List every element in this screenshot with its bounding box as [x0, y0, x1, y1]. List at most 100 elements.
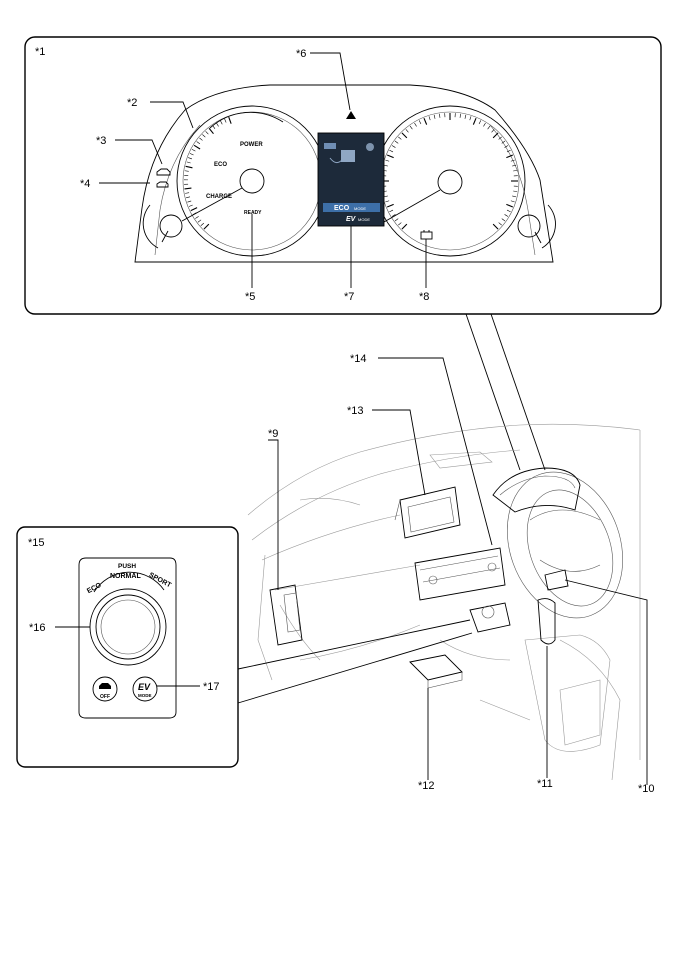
- dial-tick: [398, 223, 401, 226]
- dial-tick: [216, 123, 218, 126]
- dial-tick: [434, 115, 435, 119]
- slip-indicator-icon: [157, 169, 170, 175]
- dial-tick: [499, 137, 502, 140]
- meter-connector-left: [466, 314, 520, 470]
- dial-tick: [384, 196, 388, 197]
- dial-tick: [186, 166, 193, 168]
- dial-tick: [220, 121, 222, 125]
- dial-tick: [206, 131, 209, 134]
- dial-tick: [192, 149, 196, 151]
- dial-tick: [186, 197, 190, 198]
- airbag-sensor: [410, 655, 462, 680]
- switch-connector-top: [238, 620, 470, 669]
- dial-tick: [479, 120, 481, 124]
- dial-tick: [187, 162, 191, 163]
- callout-13: *13: [347, 405, 364, 417]
- dial-tick: [492, 129, 495, 132]
- callout-9: *9: [268, 428, 278, 440]
- combination-meter: POWER ECO CHARGE READY ECO MODE EV MODE: [135, 85, 555, 262]
- display-ev-mode-text: MODE: [358, 217, 370, 222]
- dial-tick: [389, 150, 393, 152]
- dial-tick: [506, 155, 512, 158]
- dial-tick: [512, 196, 516, 197]
- dial-tick: [197, 142, 200, 144]
- dial-tick: [414, 123, 416, 126]
- callout-2: *2: [127, 97, 137, 109]
- dial-tick: [204, 224, 209, 229]
- dial-tick: [385, 160, 389, 161]
- dial-tick: [189, 205, 193, 206]
- eco-label: ECO: [214, 162, 227, 168]
- push-label: PUSH: [118, 563, 136, 570]
- dial-tick: [398, 137, 401, 140]
- callout-4: *4: [80, 178, 90, 190]
- callout-12: *12: [418, 780, 435, 792]
- dial-tick: [424, 118, 427, 124]
- dial-tick: [402, 224, 407, 229]
- dial-tick: [195, 216, 198, 218]
- dial-tick: [511, 201, 515, 202]
- accelerator-pedal: [538, 599, 555, 644]
- dial-tick: [402, 133, 407, 138]
- eco-mode-indicator: [323, 203, 380, 212]
- dial-tick: [439, 114, 440, 118]
- callout-15: *15: [28, 537, 45, 549]
- cabin-drawing: [248, 424, 642, 780]
- callout-1: *1: [35, 46, 45, 58]
- dial-tick: [507, 210, 511, 212]
- center-cluster-module: [415, 548, 505, 600]
- callout-7: *7: [344, 291, 354, 303]
- dial-tick: [225, 119, 227, 123]
- dial-tick: [483, 123, 485, 126]
- dial-tick: [460, 114, 461, 118]
- dial-tick: [387, 155, 393, 158]
- stop-light-switch: [545, 570, 568, 590]
- charge-label: CHARGE: [206, 194, 232, 200]
- dial-tick: [488, 126, 490, 129]
- dial-tick: [194, 145, 200, 149]
- callout-8: *8: [419, 291, 429, 303]
- power-meter-ticks: [184, 117, 231, 229]
- callout-5: *5: [245, 291, 255, 303]
- dial-tick: [513, 170, 517, 171]
- callout-3: *3: [96, 135, 106, 147]
- dial-tick: [191, 208, 197, 211]
- dial-tick: [429, 116, 430, 120]
- dial-tick: [499, 223, 502, 226]
- dial-tick: [202, 134, 205, 137]
- dial-tick: [213, 126, 215, 129]
- dial-tick: [199, 138, 202, 141]
- dial-tick: [385, 201, 389, 202]
- dial-tick: [395, 219, 398, 221]
- dial-tick: [188, 158, 192, 159]
- dial-tick: [502, 219, 505, 221]
- callout-14: *14: [350, 353, 367, 365]
- dial-tick: [209, 128, 213, 133]
- dial-tick: [187, 201, 191, 202]
- dial-tick: [395, 141, 398, 143]
- dial-tick: [184, 188, 191, 189]
- dial-tick: [465, 115, 466, 119]
- ready-indicator: READY: [244, 210, 262, 216]
- callout-17: *17: [203, 681, 220, 693]
- ev-label: EV: [138, 682, 151, 692]
- dial-tick: [419, 120, 421, 124]
- dial-tick: [473, 118, 476, 124]
- dial-tick: [201, 223, 204, 226]
- ev-mode-label: MODE: [138, 693, 152, 698]
- main-leaders: [268, 358, 647, 785]
- power-label: POWER: [240, 142, 263, 148]
- dial-tick: [470, 116, 471, 120]
- dial-tick: [389, 210, 393, 212]
- dial-tick: [384, 165, 388, 166]
- dial-tick: [505, 214, 508, 216]
- master-warning-icon: [346, 111, 356, 119]
- meter-connector-right: [491, 314, 545, 470]
- dial-tick: [229, 117, 231, 124]
- center-display: [400, 487, 460, 538]
- charging-warning-icon: [421, 232, 432, 239]
- callout-6: *6: [296, 48, 306, 60]
- display-eco-text: ECO: [334, 205, 350, 212]
